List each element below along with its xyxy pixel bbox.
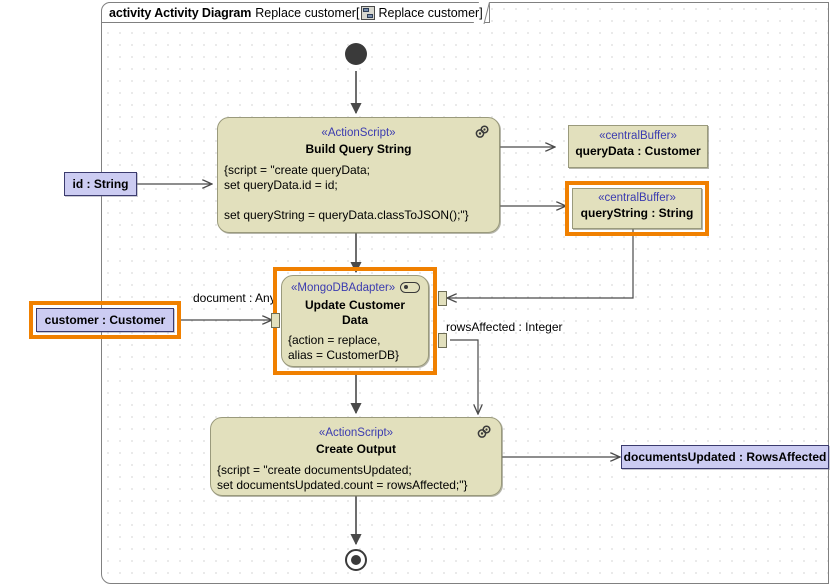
central-buffer-query-data[interactable]: «centralBuffer» queryData : Customer — [568, 125, 708, 168]
parameter-label: customer : Customer — [44, 313, 166, 327]
action-body-line-3 — [218, 193, 499, 208]
stereotype-label: «ActionScript» — [321, 127, 396, 139]
input-pin-query-string[interactable] — [438, 291, 447, 306]
stereotype-label: «ActionScript» — [318, 427, 394, 439]
activity-final-node[interactable] — [345, 549, 367, 571]
central-buffer-query-string[interactable]: «centralBuffer» queryString : String — [572, 188, 702, 229]
action-body-line-1: {script = "create documentsUpdated; — [217, 463, 412, 477]
action-body-line-1: {action = replace, — [288, 333, 381, 347]
action-update-customer-data[interactable]: «MongoDBAdapter» Update Customer Data {a… — [281, 275, 429, 367]
action-name: Build Query String — [305, 142, 412, 156]
frame-keyword: activity Activity Diagram — [109, 5, 252, 20]
frame-name: Replace customer — [255, 5, 356, 20]
script-gears-icon — [475, 125, 490, 138]
input-pin-document[interactable] — [271, 313, 280, 328]
edge-label-document: document : Any — [193, 291, 276, 305]
initial-node[interactable] — [345, 43, 367, 65]
frame-bracket-close: ] — [479, 5, 483, 20]
buffer-name: queryString : String — [580, 206, 694, 220]
script-gears-icon — [477, 425, 492, 438]
activity-parameter-id[interactable]: id : String — [64, 172, 137, 196]
frame-diagram-name: Replace customer — [378, 5, 480, 20]
edge-label-rows-affected: rowsAffected : Integer — [446, 320, 563, 334]
action-body-line-2: set documentsUpdated.count = rowsAffecte… — [217, 478, 468, 492]
adapter-toggle-icon — [400, 282, 420, 293]
buffer-name: queryData : Customer — [575, 144, 701, 158]
stereotype-label: «centralBuffer» — [599, 130, 677, 142]
stereotype-label: «MongoDBAdapter» — [291, 282, 396, 294]
action-body-line-2: alias = CustomerDB} — [288, 348, 400, 362]
stereotype-label: «centralBuffer» — [598, 192, 676, 204]
frame-bracket-open: [ — [355, 5, 360, 20]
activity-parameter-customer[interactable]: customer : Customer — [36, 308, 174, 332]
action-create-output[interactable]: «ActionScript» Create Output {script = "… — [210, 417, 502, 496]
activity-parameter-documents-updated[interactable]: documentsUpdated : RowsAffected — [621, 445, 829, 469]
parameter-label: id : String — [72, 177, 129, 191]
parameter-label: documentsUpdated : RowsAffected — [623, 450, 827, 464]
action-body-line-2: set queryData.id = id; — [224, 178, 338, 192]
frame-title-bar[interactable]: activity Activity Diagram Replace custom… — [101, 2, 490, 23]
action-build-query-string[interactable]: «ActionScript» Build Query String {scrip… — [217, 117, 500, 233]
action-name-line-2: Data — [341, 313, 368, 327]
action-body-line-1: {script = "create queryData; — [224, 163, 370, 177]
action-body-line-4: set queryString = queryData.classToJSON(… — [224, 208, 469, 222]
output-pin-rows-affected[interactable] — [438, 333, 447, 348]
uml-diagram-icon — [361, 5, 376, 20]
action-name: Create Output — [315, 442, 396, 456]
action-name-line-1: Update Customer — [304, 298, 405, 312]
